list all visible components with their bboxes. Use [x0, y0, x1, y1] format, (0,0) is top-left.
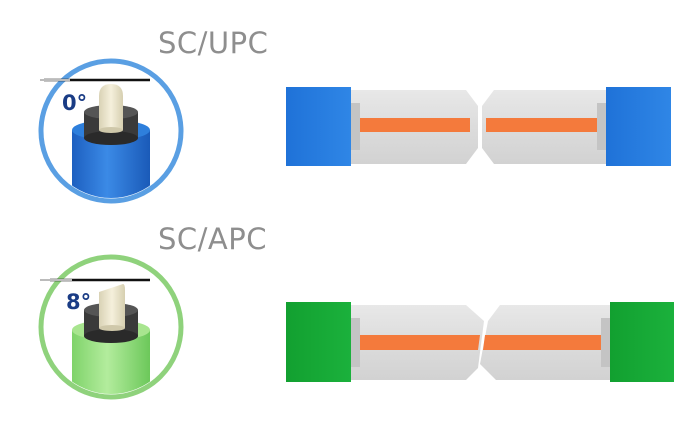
upc-mating-diagram	[286, 87, 671, 166]
upc-left-housing	[286, 87, 351, 166]
apc-angle-label: 8°	[66, 290, 91, 314]
apc-left-fiber	[360, 335, 480, 350]
upc-left-fiber	[360, 118, 470, 132]
title-sc-apc: SC/APC	[158, 222, 268, 256]
apc-connector-icon: 8°	[38, 254, 184, 400]
apc-left-housing	[286, 302, 351, 382]
upc-right-fiber	[486, 118, 597, 132]
apc-ferrule-cap	[99, 284, 125, 328]
title-sc-upc: SC/UPC	[158, 26, 269, 60]
apc-mating-diagram	[286, 302, 674, 382]
upc-angle-label: 0°	[62, 91, 87, 115]
upc-connector-icon: 0°	[38, 58, 184, 204]
apc-right-fiber	[483, 335, 601, 350]
apc-right-housing	[610, 302, 674, 382]
upc-ferrule-cap	[99, 84, 123, 130]
upc-right-housing	[606, 87, 671, 166]
